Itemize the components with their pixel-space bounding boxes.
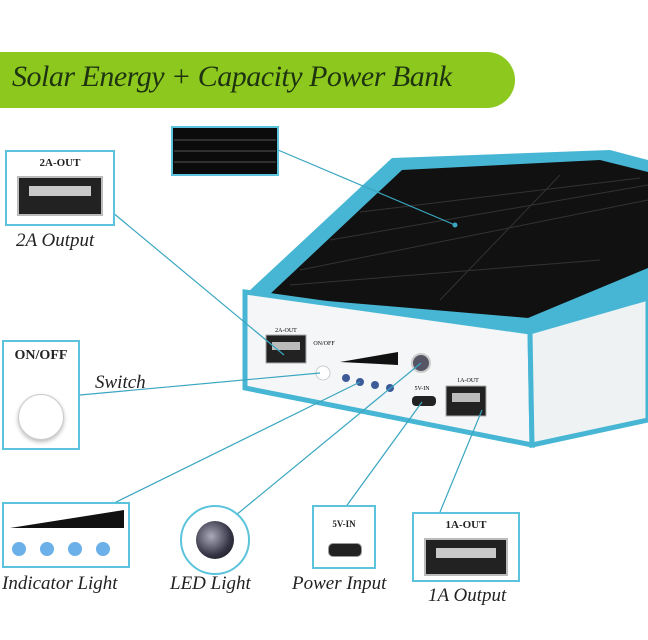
- device-label-5v: 5V-IN: [414, 386, 430, 392]
- caption-2a-output: 2A Output: [16, 230, 95, 251]
- solar-grid: [289, 174, 648, 301]
- caption-power-input: Power Input: [292, 573, 387, 594]
- callout-indicator: [2, 502, 130, 568]
- solar-swatch-lines: [174, 139, 276, 163]
- callout-switch-label: ON/OFF: [14, 348, 68, 363]
- caption-switch: Switch: [95, 372, 146, 393]
- callout-5v-label: 5V-IN: [332, 519, 356, 529]
- led-icon: [196, 521, 234, 559]
- caption-led: LED Light: [170, 573, 251, 594]
- callout-1a-label: 1A-OUT: [445, 519, 487, 531]
- callout-led: [180, 505, 250, 575]
- caption-indicator: Indicator Light: [2, 573, 118, 594]
- solar-panel: [268, 160, 648, 318]
- device-side: [527, 295, 648, 449]
- usb-port-icon: [17, 176, 103, 216]
- title-banner: Solar Energy + Capacity Power Bank: [0, 52, 515, 108]
- caption-1a-output: 1A Output: [428, 585, 507, 606]
- device-label-2a: 2A-OUT: [275, 328, 297, 334]
- device-indicator-bar: [340, 352, 398, 365]
- device-label-1a: 1A-OUT: [457, 378, 479, 384]
- callout-2a-label: 2A-OUT: [39, 157, 81, 169]
- device-port-5v: [412, 396, 436, 406]
- micro-usb-icon: [328, 543, 362, 557]
- leader-lines: [79, 149, 483, 521]
- callout-power-input: 5V-IN: [312, 505, 376, 569]
- indicator-leds-icon: [12, 542, 110, 556]
- device-label-onoff: ON/OFF: [313, 341, 335, 347]
- switch-button-icon: [18, 394, 64, 440]
- banner-title: Solar Energy + Capacity Power Bank: [12, 60, 452, 93]
- callout-2a-output: 2A-OUT: [5, 150, 115, 226]
- callout-switch: ON/OFF: [2, 340, 80, 450]
- callout-1a-output: 1A-OUT: [412, 512, 520, 582]
- indicator-bar-icon: [10, 510, 124, 528]
- usb-port-icon: [424, 538, 508, 576]
